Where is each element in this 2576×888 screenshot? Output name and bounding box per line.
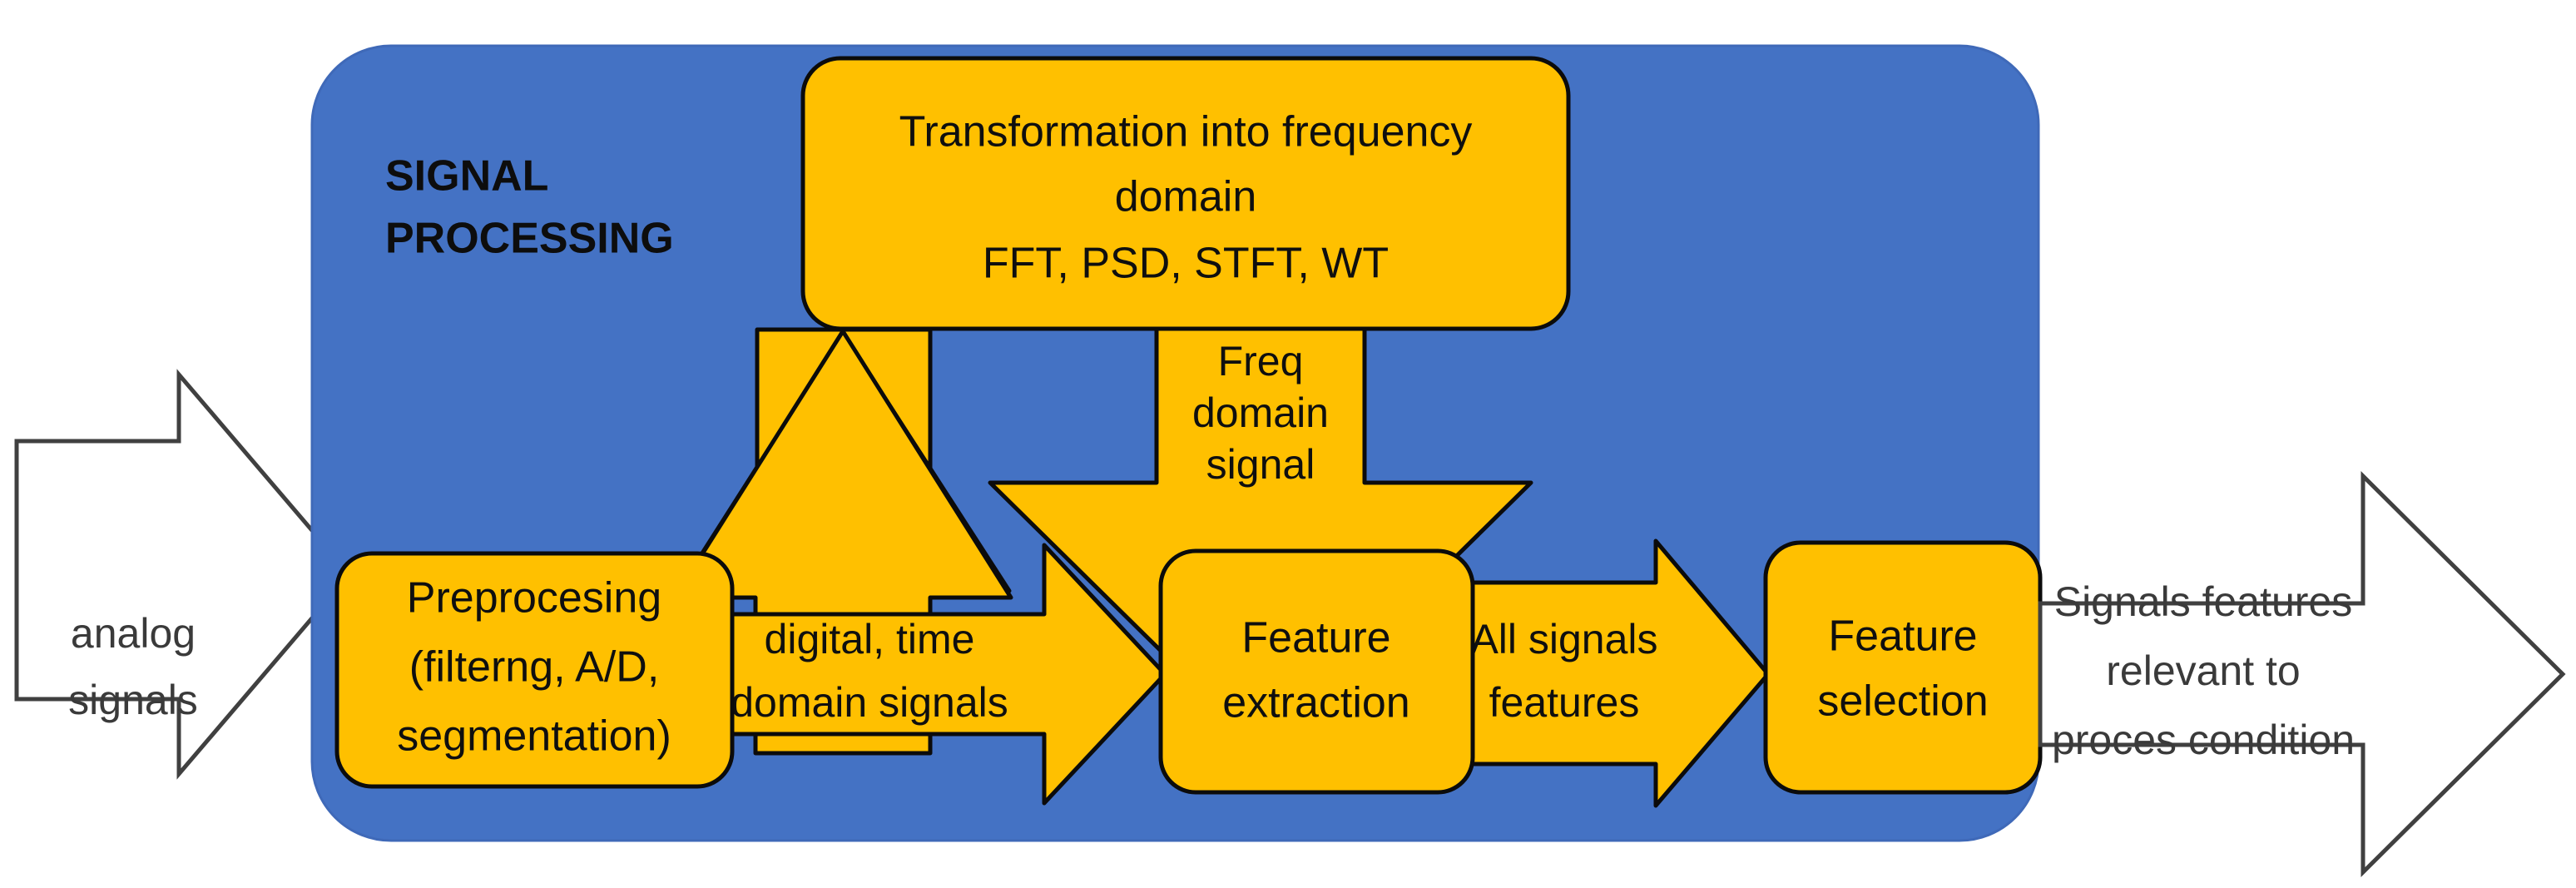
container-label-line1: SIGNAL — [385, 152, 548, 201]
preprocessing-line2: (filterng, A/D, — [409, 643, 660, 692]
output-label-line3: proces condition — [2052, 717, 2355, 763]
feature-selection-line2: selection — [1817, 677, 1988, 726]
output-label-line2: relevant to — [2106, 647, 2300, 694]
transformation-line1: Transformation into frequency — [899, 108, 1473, 156]
node-preprocessing-box[interactable] — [334, 551, 735, 789]
arrow-freq-label-line3: signal — [1206, 441, 1315, 488]
node-feature-selection-box[interactable] — [1763, 540, 2043, 795]
preprocessing-line3: segmentation) — [397, 712, 671, 761]
node-transformation-box[interactable] — [800, 56, 1571, 331]
input-arrow-analog-signals — [14, 369, 353, 780]
container-label-line2: PROCESSING — [385, 215, 674, 263]
arrow-extraction-to-selection — [1462, 538, 1771, 808]
arrow-freq-label-line2: domain — [1192, 389, 1329, 436]
node-feature-extraction-box[interactable] — [1158, 548, 1475, 795]
feature-extraction-line1: Feature — [1241, 614, 1390, 662]
input-label-line2: signals — [68, 677, 198, 723]
arrow-digital-label-line1: digital, time — [765, 616, 975, 662]
arrow-digital-label-line2: domain signals — [731, 679, 1008, 726]
transformation-line3: FFT, PSD, STFT, WT — [983, 240, 1389, 288]
input-label-line1: analog — [71, 610, 196, 657]
output-label-line1: Signals features — [2054, 578, 2353, 625]
output-arrow-signals-features — [2038, 471, 2566, 877]
preprocessing-line1: Preprocesing — [407, 574, 661, 623]
arrow-preprocessing-to-extraction — [705, 543, 1167, 806]
feature-selection-line1: Feature — [1828, 613, 1977, 661]
arrow-freq-label-line1: Freq — [1218, 338, 1304, 384]
transformation-line2: domain — [1115, 173, 1257, 221]
feature-extraction-line2: extraction — [1222, 679, 1409, 727]
arrow-allsignals-label-line2: features — [1489, 679, 1640, 726]
arrow-allsignals-label-line1: All signals — [1470, 616, 1657, 662]
